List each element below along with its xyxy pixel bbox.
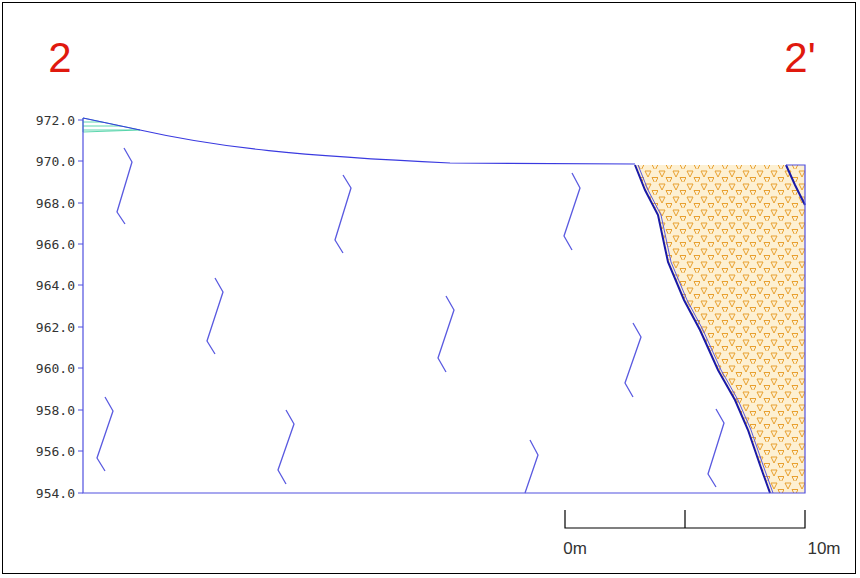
elevation-label: 962.0 — [36, 321, 75, 334]
elevation-label: 960.0 — [36, 362, 75, 375]
elevation-label: 954.0 — [36, 487, 75, 500]
elevation-label: 968.0 — [36, 197, 75, 210]
elevation-label: 966.0 — [36, 238, 75, 251]
scale-bar — [565, 510, 805, 528]
contact-line — [638, 165, 773, 493]
elevation-label: 956.0 — [36, 445, 75, 458]
scale-label: 0m — [563, 540, 587, 557]
elevation-label: 958.0 — [36, 404, 75, 417]
section-label: 2' — [784, 37, 815, 79]
elevation-label: 964.0 — [36, 279, 75, 292]
elevation-label: 972.0 — [36, 114, 75, 127]
contact-line — [786, 165, 805, 205]
rock-symbol — [97, 148, 724, 493]
section-outline — [83, 118, 805, 493]
rock-body — [635, 165, 805, 493]
elevation-label: 970.0 — [36, 155, 75, 168]
section-label: 2 — [48, 37, 71, 79]
scale-label: 10m — [807, 540, 840, 557]
ground-surface — [83, 118, 635, 164]
